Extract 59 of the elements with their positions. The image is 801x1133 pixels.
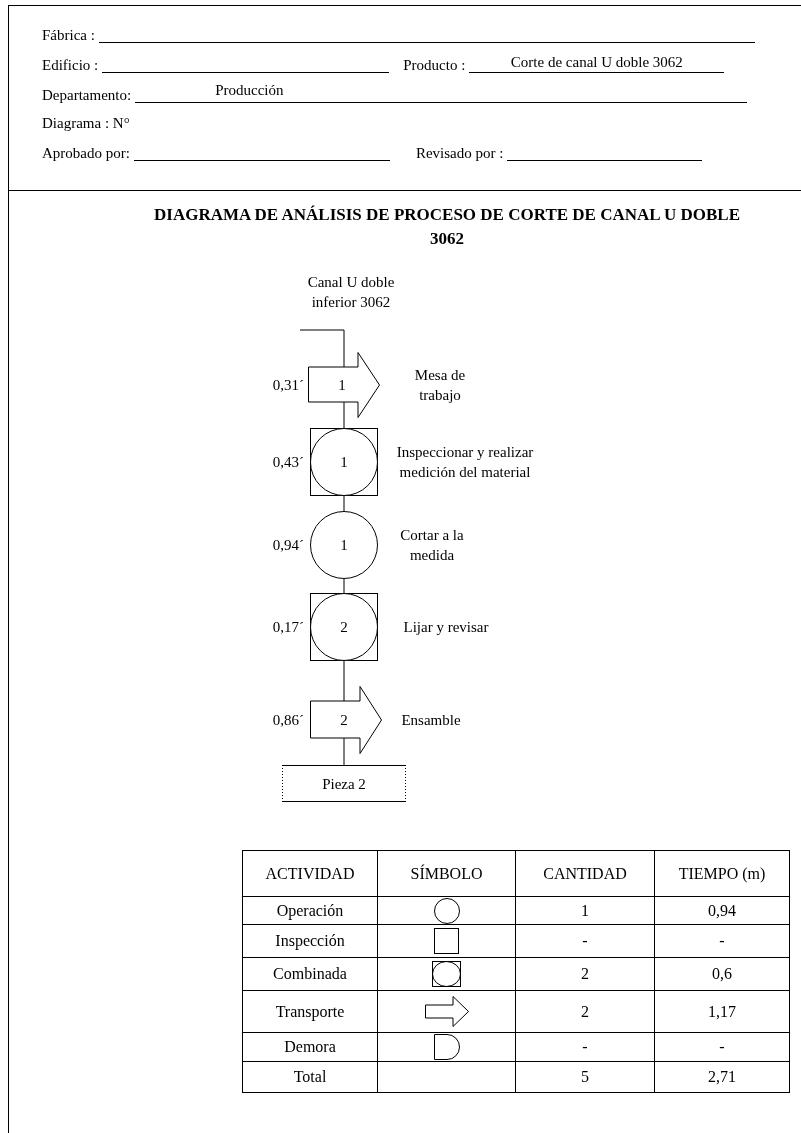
step-description: Mesa de trabajo [413, 365, 467, 405]
step-description: Cortar a la medida [399, 526, 465, 565]
table-text: 1 [581, 901, 589, 920]
time-label: 0,31´ [272, 375, 304, 394]
time-label: 0,94´ [272, 536, 304, 554]
field-label: Diagrama : N° [42, 116, 130, 131]
combined-activity-symbol [310, 593, 378, 661]
flow-line [343, 495, 345, 512]
diagram-title: DIAGRAMA DE ANÁLISIS DE PROCESO DE CORTE DE CANAL U DOBLE 3062 [153, 204, 741, 250]
table-text: Operación [276, 901, 344, 920]
material-name: Canal U doble inferior 3062 [306, 273, 396, 312]
transport-symbol [310, 686, 382, 754]
time-label: 0,86´ [272, 711, 304, 729]
step-number: 1 [338, 376, 346, 395]
flow-line [343, 401, 345, 429]
flow-line [299, 329, 345, 368]
column-header: ACTIVIDAD [265, 864, 355, 883]
step-number: 2 [340, 711, 348, 730]
field-label: Fábrica : [42, 28, 95, 43]
step-description: Ensamble [400, 711, 462, 730]
table-text: 0,94 [708, 901, 736, 920]
step-number: 1 [340, 536, 348, 555]
table-text: - [719, 1038, 725, 1056]
field-label: Aprobado por: [42, 146, 130, 161]
table-text: 1,17 [708, 1002, 736, 1021]
part-name: Pieza 2 [322, 774, 366, 794]
field-label: Revisado por : [415, 146, 504, 161]
flow-line [343, 578, 345, 594]
time-label: 0,43´ [272, 453, 304, 471]
column-header: CANTIDAD [543, 864, 627, 883]
table-text: - [582, 1038, 588, 1056]
table-text: 2 [581, 1002, 589, 1021]
table-text: 5 [581, 1068, 589, 1086]
step-description: Inspeccionar y realizar medición del material [395, 443, 535, 482]
fill-in-line: Producción [135, 86, 748, 103]
table-text: - [582, 932, 588, 950]
table-text: 2 [581, 965, 589, 983]
step-description: Lijar y revisar [402, 618, 490, 637]
table-text: - [719, 932, 725, 950]
field-label: Edificio : [42, 58, 99, 73]
table-text: Total [293, 1068, 327, 1086]
table-text: Combinada [273, 965, 347, 983]
column-header: SÍMBOLO [410, 864, 483, 883]
table-text: 0,6 [712, 965, 732, 983]
operation-circle [310, 511, 378, 579]
step-number: 2 [340, 618, 348, 637]
field-label: Departamento: [42, 88, 132, 103]
combined-activity-symbol [310, 428, 378, 496]
step-number: 1 [340, 453, 348, 472]
time-label: 0,17´ [272, 618, 304, 636]
storage-box [282, 765, 406, 802]
fill-in-line: Corte de canal U doble 3062 [469, 56, 725, 73]
field-label: Producto : [403, 58, 466, 73]
table-text: Inspección [275, 932, 345, 950]
transport-symbol [308, 352, 380, 418]
column-header: TIEMPO (m) [678, 864, 766, 883]
table-text: Demora [284, 1038, 336, 1056]
table-text: Transporte [275, 1002, 345, 1021]
table-text: 2,71 [708, 1068, 736, 1086]
